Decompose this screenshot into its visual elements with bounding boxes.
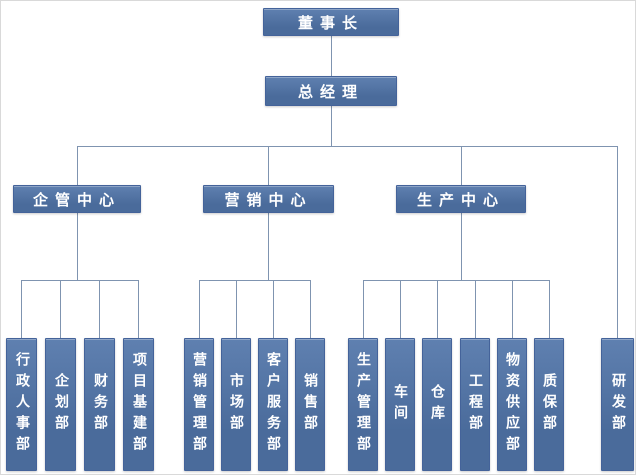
connector-drop-dept	[199, 280, 200, 338]
connector-drop-dept	[363, 280, 364, 338]
org-node-center-production: 生产中心	[396, 185, 526, 213]
connector-drop-dept	[236, 280, 237, 338]
connector-drop-dept	[549, 280, 550, 338]
connector-drop-admin-center	[77, 146, 78, 185]
connector-subbus-admin	[21, 280, 139, 281]
org-node-center-admin: 企管中心	[13, 185, 141, 213]
org-node-dept-production-mgmt: 生产管理部	[348, 338, 378, 471]
org-node-dept-market: 市场部	[221, 338, 251, 471]
org-node-dept-material-supply: 物资供应部	[497, 338, 527, 471]
connector-drop-dept	[138, 280, 139, 338]
connector-subbus-marketing	[199, 280, 311, 281]
connector-drop-dept	[273, 280, 274, 338]
connector-drop-rnd	[617, 146, 618, 338]
connector-gm-to-bus	[331, 106, 332, 146]
connector-drop-dept	[400, 280, 401, 338]
org-node-dept-customer-service: 客户服务部	[258, 338, 288, 471]
connector-drop-marketing-center	[268, 146, 269, 185]
org-node-center-marketing: 营销中心	[203, 185, 334, 213]
org-node-dept-quality: 质保部	[534, 338, 564, 471]
connector-bus-level3	[77, 146, 618, 147]
connector-subbus-production	[363, 280, 550, 281]
connector-chairman-to-gm	[331, 36, 332, 76]
org-node-dept-finance: 财务部	[84, 338, 115, 471]
org-node-dept-admin-hr: 行政人事部	[6, 338, 37, 471]
org-node-dept-sales: 销售部	[295, 338, 325, 471]
org-node-dept-project-construction: 项目基建部	[123, 338, 154, 471]
connector-drop-dept	[310, 280, 311, 338]
connector-drop-dept	[437, 280, 438, 338]
org-node-dept-rnd: 研发部	[601, 338, 634, 471]
connector-drop-dept	[512, 280, 513, 338]
org-node-general-manager: 总经理	[265, 76, 397, 106]
connector-drop-dept	[60, 280, 61, 338]
connector-admin-to-subbus	[77, 213, 78, 280]
connector-drop-dept	[475, 280, 476, 338]
org-node-chairman: 董事长	[263, 8, 399, 36]
org-node-dept-warehouse: 仓库	[422, 338, 452, 471]
connector-drop-dept	[21, 280, 22, 338]
connector-marketing-to-subbus	[268, 213, 269, 280]
connector-production-to-subbus	[461, 213, 462, 280]
connector-drop-production-center	[461, 146, 462, 185]
org-node-dept-planning: 企划部	[45, 338, 76, 471]
org-node-dept-marketing-mgmt: 营销管理部	[184, 338, 214, 471]
connector-drop-dept	[99, 280, 100, 338]
org-node-dept-engineering: 工程部	[460, 338, 490, 471]
org-node-dept-workshop: 车间	[385, 338, 415, 471]
